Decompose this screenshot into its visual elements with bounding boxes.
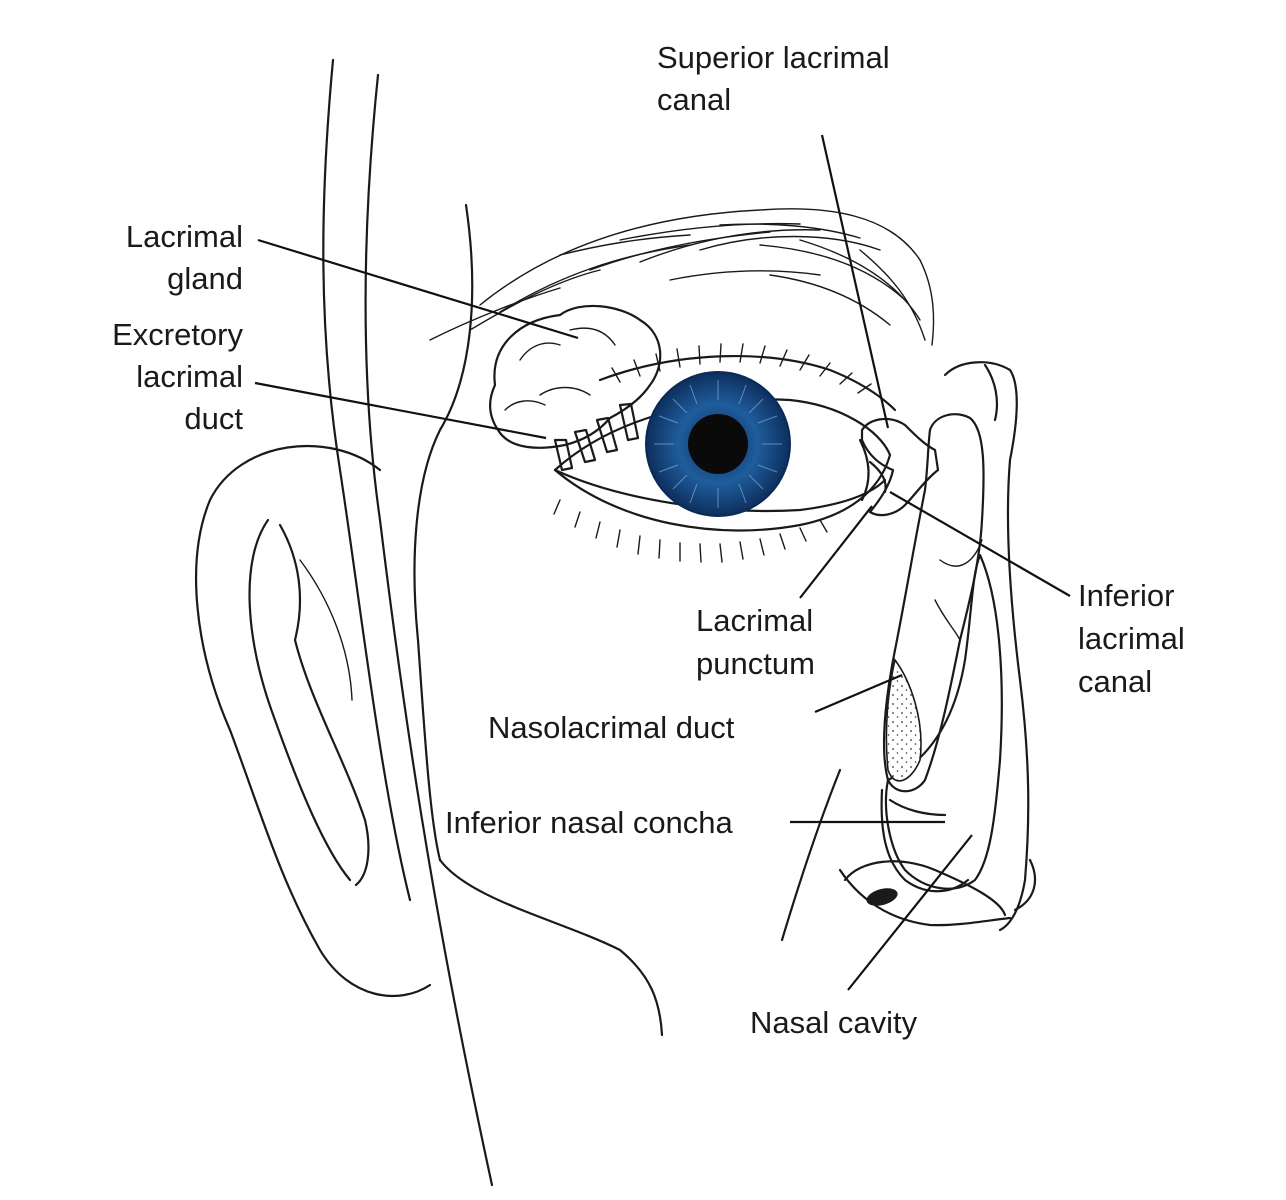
nostril (864, 885, 899, 909)
leader-inferior-canal (890, 492, 1070, 596)
label-lacrimal-gland-line1: Lacrimal (126, 219, 243, 254)
inferior-nasal-concha (882, 790, 968, 891)
label-inferior-lacrimal-canal-line1: Inferior (1078, 578, 1174, 613)
label-inferior-nasal-concha: Inferior nasal concha (445, 805, 734, 840)
label-inferior-lacrimal-canal-line2: lacrimal (1078, 621, 1185, 656)
leader-nasal-cavity (848, 835, 972, 990)
leader-punctum (800, 506, 872, 598)
label-superior-lacrimal-canal-line2: canal (657, 82, 731, 117)
label-excretory-duct-line2: lacrimal (136, 359, 243, 394)
label-nasal-cavity: Nasal cavity (750, 1005, 918, 1040)
label-lacrimal-punctum-line1: Lacrimal (696, 603, 813, 638)
label-superior-lacrimal-canal-line1: Superior lacrimal (657, 40, 890, 75)
label-lacrimal-gland-line2: gland (167, 261, 243, 296)
eyebrow (430, 209, 934, 345)
leader-lines (255, 135, 1070, 990)
head-outline (323, 60, 662, 1185)
label-inferior-lacrimal-canal-line3: canal (1078, 664, 1152, 699)
leader-excretory-duct (255, 383, 546, 438)
leader-superior-canal (822, 135, 888, 428)
eye (555, 372, 890, 530)
label-excretory-duct-line3: duct (184, 401, 243, 436)
leader-lacrimal-gland (258, 240, 578, 338)
lacrimal-sac-and-canals (862, 414, 984, 791)
label-lacrimal-punctum-line2: punctum (696, 646, 815, 681)
pupil (688, 414, 748, 474)
label-nasolacrimal-duct: Nasolacrimal duct (488, 710, 735, 745)
ear (196, 446, 430, 996)
label-excretory-duct-line1: Excretory (112, 317, 243, 352)
